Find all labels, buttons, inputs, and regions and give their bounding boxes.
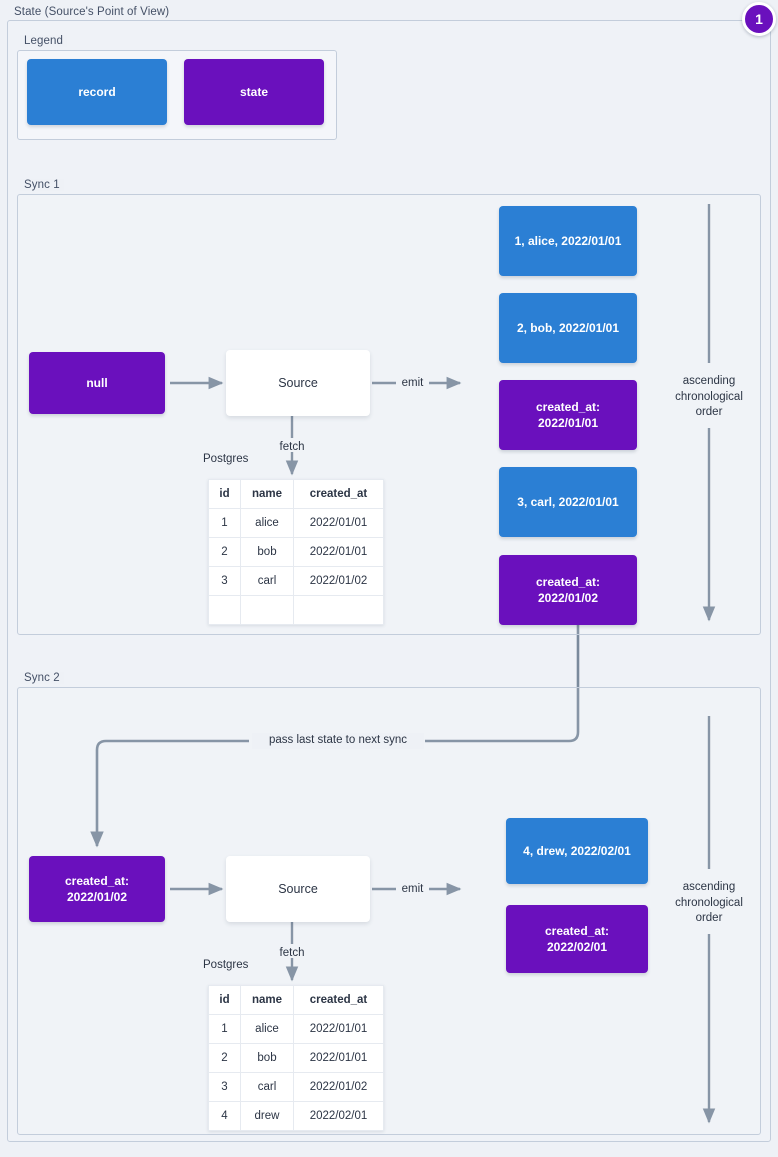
sync1-input-state: null <box>29 352 165 414</box>
sync1-emitted-state-2-line1: created_at: <box>535 574 601 589</box>
cell-name: alice <box>240 1014 294 1044</box>
sync2-order-note-line2: chronological <box>675 896 743 909</box>
cell-created-at <box>293 595 384 625</box>
cell-created-at: 2022/01/02 <box>293 1072 384 1102</box>
cell-id: 3 <box>208 566 241 596</box>
table-row-empty <box>208 595 384 625</box>
sync1-order-note-line1: ascending <box>682 375 736 387</box>
sync1-emitted-record-3: 3, carl, 2022/01/01 <box>499 467 637 537</box>
th-id: id <box>208 985 241 1015</box>
page-title: State (Source's Point of View) <box>10 6 174 18</box>
legend-swatch-state: state <box>184 59 324 125</box>
table-row: 3 carl 2022/01/02 <box>208 1072 384 1102</box>
sync1-emitted-state-1-line1: created_at: <box>535 399 601 414</box>
sync1-emitted-state-1-line2: 2022/01/01 <box>537 416 599 430</box>
sync2-order-note: ascending chronological order <box>662 880 756 927</box>
table-row: 2 bob 2022/01/01 <box>208 537 384 567</box>
step-badge[interactable]: 1 <box>742 2 776 36</box>
legend-swatch-record-label: record <box>78 84 116 99</box>
sync1-fetch-label: fetch <box>279 441 305 453</box>
cell-created-at: 2022/01/01 <box>293 1043 384 1073</box>
sync2-postgres-table: id name created_at 1 alice 2022/01/01 2 … <box>208 985 384 1131</box>
legend-swatch-state-label: state <box>239 84 268 99</box>
cell-id: 3 <box>208 1072 241 1102</box>
pass-state-label: pass last state to next sync <box>252 733 424 749</box>
table-row: 1 alice 2022/01/01 <box>208 1014 384 1044</box>
table-row: 4 drew 2022/02/01 <box>208 1101 384 1131</box>
sync2-emitted-state-1: created_at: 2022/02/01 <box>506 905 648 973</box>
sync1-input-state-label: null <box>86 375 108 390</box>
cell-created-at: 2022/02/01 <box>293 1101 384 1131</box>
table-header-row: id name created_at <box>208 479 384 509</box>
cell-created-at: 2022/01/02 <box>293 566 384 596</box>
sync2-emitted-state-1-line2: 2022/02/01 <box>546 940 608 954</box>
sync1-emitted-record-3-label: 3, carl, 2022/01/01 <box>517 494 619 509</box>
sync2-emit-label: emit <box>401 883 424 895</box>
th-name: name <box>240 479 294 509</box>
sync1-source-label: Source <box>278 375 318 390</box>
th-created-at: created_at <box>293 479 384 509</box>
cell-id: 4 <box>208 1101 241 1131</box>
cell-name: carl <box>240 566 294 596</box>
cell-name: bob <box>240 1043 294 1073</box>
cell-name: alice <box>240 508 294 538</box>
cell-name: drew <box>240 1101 294 1131</box>
legend-swatch-record: record <box>27 59 167 125</box>
sync1-postgres-table: id name created_at 1 alice 2022/01/01 2 … <box>208 479 384 625</box>
th-created-at: created_at <box>293 985 384 1015</box>
sync2-label: Sync 2 <box>20 672 64 684</box>
cell-id: 2 <box>208 537 241 567</box>
cell-id: 2 <box>208 1043 241 1073</box>
sync1-emitted-record-2: 2, bob, 2022/01/01 <box>499 293 637 363</box>
sync1-order-note-line3: order <box>695 406 723 419</box>
sync2-source-label: Source <box>278 881 318 896</box>
table-row: 3 carl 2022/01/02 <box>208 566 384 596</box>
legend-label: Legend <box>20 35 67 47</box>
sync1-emitted-state-2-line2: 2022/01/02 <box>537 591 599 605</box>
th-name: name <box>240 985 294 1015</box>
sync1-emitted-record-1: 1, alice, 2022/01/01 <box>499 206 637 276</box>
cell-id: 1 <box>208 508 241 538</box>
sync2-input-state-line1: created_at: <box>64 873 130 888</box>
table-header-row: id name created_at <box>208 985 384 1015</box>
sync1-emit-label: emit <box>401 377 424 389</box>
sync2-order-note-line1: ascending <box>682 881 736 893</box>
cell-created-at: 2022/01/01 <box>293 508 384 538</box>
cell-created-at: 2022/01/01 <box>293 537 384 567</box>
sync1-order-note-line2: chronological <box>675 390 743 403</box>
table-row: 2 bob 2022/01/01 <box>208 1043 384 1073</box>
sync1-db-label: Postgres <box>203 453 249 465</box>
sync2-emitted-state-1-line1: created_at: <box>544 923 610 938</box>
sync2-input-state-line2: 2022/01/02 <box>66 890 128 904</box>
sync1-emitted-record-2-label: 2, bob, 2022/01/01 <box>516 320 620 335</box>
sync2-order-note-line3: order <box>695 912 723 925</box>
sync2-db-label: Postgres <box>203 959 249 971</box>
sync1-frame <box>17 194 761 635</box>
cell-created-at: 2022/01/01 <box>293 1014 384 1044</box>
sync1-label: Sync 1 <box>20 179 64 191</box>
sync1-emitted-state-2: created_at: 2022/01/02 <box>499 555 637 625</box>
sync2-emitted-record-1-label: 4, drew, 2022/02/01 <box>523 843 631 858</box>
sync2-fetch-label: fetch <box>279 947 305 959</box>
sync2-input-state: created_at: 2022/01/02 <box>29 856 165 922</box>
cell-name: carl <box>240 1072 294 1102</box>
table-row: 1 alice 2022/01/01 <box>208 508 384 538</box>
cell-name: bob <box>240 537 294 567</box>
cell-id: 1 <box>208 1014 241 1044</box>
sync2-emitted-record-1: 4, drew, 2022/02/01 <box>506 818 648 884</box>
sync1-emitted-record-1-label: 1, alice, 2022/01/01 <box>514 233 622 248</box>
cell-id <box>208 595 241 625</box>
th-id: id <box>208 479 241 509</box>
sync1-emitted-state-1: created_at: 2022/01/01 <box>499 380 637 450</box>
cell-name <box>240 595 294 625</box>
sync1-source-node: Source <box>226 350 370 416</box>
sync1-order-note: ascending chronological order <box>662 374 756 421</box>
sync2-source-node: Source <box>226 856 370 922</box>
